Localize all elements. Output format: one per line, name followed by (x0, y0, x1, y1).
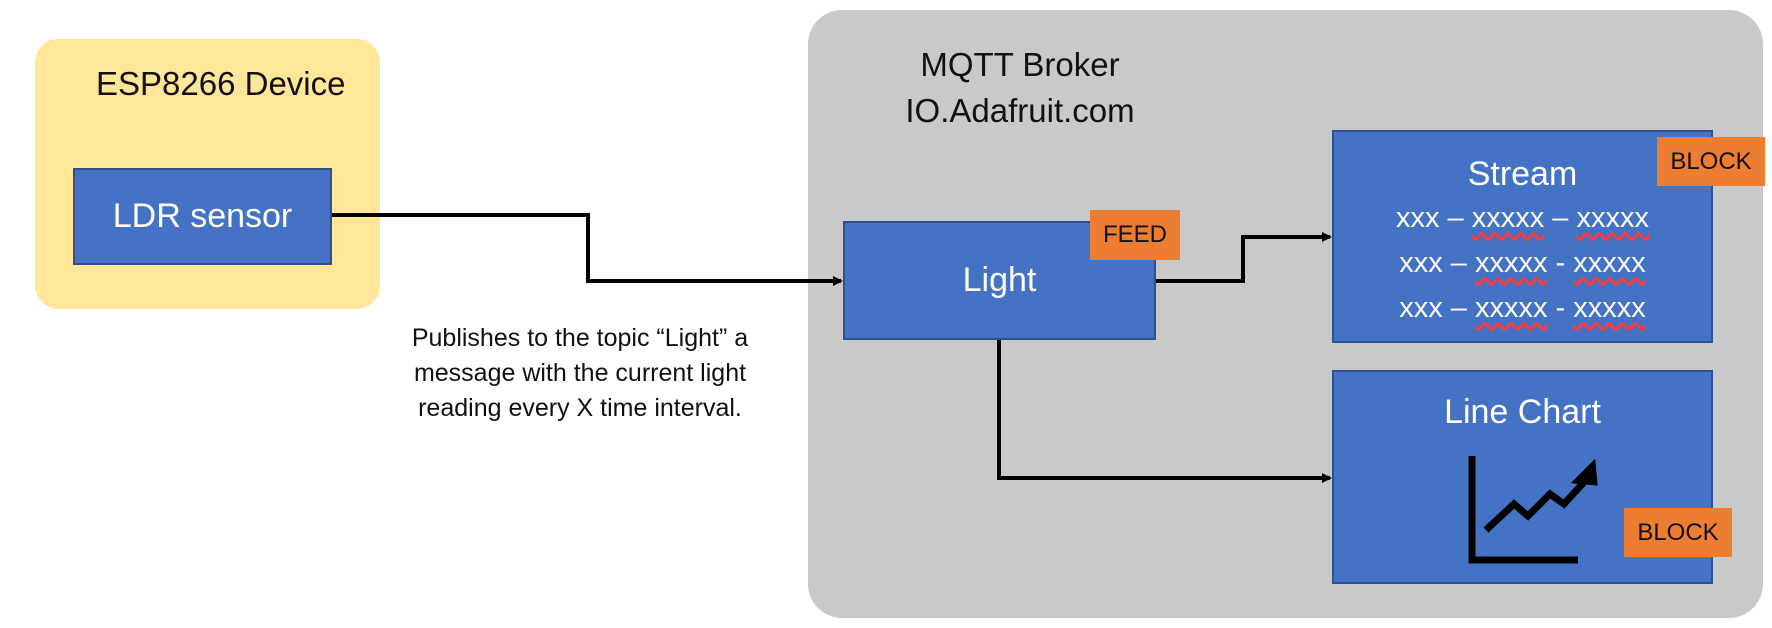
stream-block-tag: BLOCK (1657, 137, 1765, 186)
arrow-light-to-chart (997, 340, 1332, 483)
arrow-light-to-stream (1156, 232, 1332, 283)
feed-tag: FEED (1090, 210, 1180, 260)
stream-line: xxx – xxxxx – xxxxx (1396, 202, 1649, 234)
caption-line: message with the current light (413, 359, 747, 387)
line-chart-icon (1468, 456, 1598, 564)
stream-title: Stream (1467, 155, 1578, 193)
broker-title-line: MQTT Broker (920, 46, 1120, 83)
stream-block: Stream xxx – xxxxx – xxxxx xxx – xxxxx -… (1332, 130, 1713, 343)
caption-line: Publishes to the topic “Light” a (411, 324, 749, 352)
stream-line: xxx – xxxxx - xxxxx (1399, 247, 1646, 279)
ldr-sensor-box: LDR sensor (73, 168, 332, 265)
publish-caption: Publishes to the topic “Light” a message… (380, 321, 780, 431)
device-title: ESP8266 Device (96, 65, 346, 102)
caption-line: reading every X time interval. (418, 394, 742, 422)
stream-line: xxx – xxxxx - xxxxx (1399, 292, 1646, 324)
broker-title-line: IO.Adafruit.com (905, 92, 1135, 129)
line-chart-block-tag: BLOCK (1624, 508, 1732, 557)
arrow-ldr-to-light (332, 213, 843, 286)
broker-title: MQTT Broker IO.Adafruit.com (860, 42, 1180, 138)
line-chart-title: Line Chart (1444, 393, 1601, 431)
